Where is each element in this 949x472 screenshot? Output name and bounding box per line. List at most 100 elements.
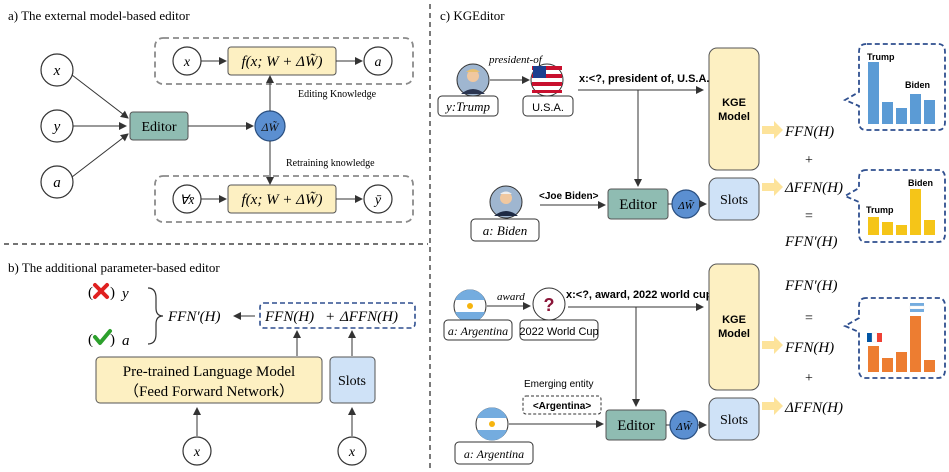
panel-b-slots-label: Slots <box>338 374 366 389</box>
orange-bar-1 <box>868 346 879 372</box>
top-kge-line-2: Model <box>718 111 750 123</box>
paren-close-2: ) <box>110 332 115 348</box>
bottom-delta-ffn: ΔFFN(H) <box>784 400 843 416</box>
top-kge-model <box>708 47 760 171</box>
blue-bar-5 <box>924 100 935 124</box>
orange-bar-4 <box>910 316 921 372</box>
editing-knowledge-box <box>154 37 414 85</box>
yellow-bar-3 <box>896 225 907 235</box>
top-function-label: f(x; W + ΔW̃) <box>242 54 323 70</box>
bubble-blue-bars <box>868 62 935 124</box>
bottom-relation-label: award <box>497 291 525 303</box>
biden-photo <box>489 185 523 219</box>
bottom-ffn-h: FFN(H) <box>784 340 834 356</box>
input-y-label: y <box>52 119 61 135</box>
top-query: x:<?, president of, U.S.A.> <box>579 73 716 85</box>
bottom-entity-tag: <Argentina> <box>533 401 592 412</box>
panel-b-a-label: a <box>122 333 130 349</box>
top-output-node <box>363 46 393 76</box>
bottom-new-entity-label: a: Argentina <box>464 447 524 461</box>
bubble-orange-bars <box>868 316 935 372</box>
panel-b-plus: + <box>326 309 334 325</box>
top-new-entity-label: a: Biden <box>483 223 527 238</box>
plm-line-2: （Feed Forward Network） <box>124 383 294 400</box>
paren-open-1: ( <box>88 285 93 301</box>
trump-photo <box>456 63 490 97</box>
panel-b-input-1-label: x <box>193 445 201 460</box>
panel-b-input-1 <box>182 436 212 466</box>
plm-line-1: Pre-trained Language Model <box>123 364 295 380</box>
argentina-flag-icon-2 <box>475 407 509 441</box>
bubble-blue-label-1: Trump <box>867 52 895 62</box>
bottom-object-label: 2022 World Cup <box>519 326 598 338</box>
top-new-entity-box <box>470 218 540 242</box>
bottom-editor-label: Editor <box>617 418 655 434</box>
panel-c-title: c) KGEditor <box>440 8 505 23</box>
input-a-label: a <box>53 175 61 191</box>
argentina-mini-flag-icon <box>909 303 925 312</box>
top-plus: + <box>805 153 813 168</box>
panel-b-y-label: y <box>120 286 129 302</box>
bottom-entity-tag-box <box>522 395 602 415</box>
top-output-arrow-1 <box>762 121 783 139</box>
bottom-equals: = <box>805 311 813 326</box>
panel-b-slots-box <box>329 356 376 404</box>
editing-knowledge-label: Editing Knowledge <box>298 89 377 100</box>
bottom-kge-model <box>708 263 760 391</box>
panel-b-delta-ffn: ΔFFN(H) <box>339 309 398 325</box>
bottom-output-node <box>363 184 393 214</box>
blue-bar-4 <box>910 94 921 124</box>
yellow-bar-1 <box>868 217 879 235</box>
panel-a-title: a) The external model-based editor <box>8 8 190 23</box>
top-ffn-h: FFN(H) <box>784 124 834 140</box>
top-entity-tag: <Joe Biden> <box>539 191 599 202</box>
ffn-sum-box <box>259 302 416 329</box>
input-x-label: x <box>53 63 61 79</box>
bottom-output-arrow-2 <box>762 397 783 415</box>
top-object-label: U.S.A. <box>532 102 564 114</box>
orange-bar-5 <box>924 360 935 372</box>
bubble-yellow-label-2: Trump <box>866 205 894 215</box>
bottom-new-entity-box <box>454 441 534 465</box>
bottom-subject-box <box>443 319 513 341</box>
top-relation-label: president-of <box>488 54 544 66</box>
world-cup-icon: ? <box>532 287 566 321</box>
brace <box>147 287 164 345</box>
yellow-bar-4 <box>910 189 921 235</box>
panel-b-ffn-prime: FFN′(H) <box>167 309 220 325</box>
france-flag-icon <box>867 332 882 343</box>
bottom-output-arrow-1 <box>762 336 783 354</box>
emerging-entity-label: Emerging entity <box>524 379 593 390</box>
bottom-function-label: f(x; W + ΔW̃) <box>242 192 323 208</box>
panel-a-delta-w-label: ΔW̃ <box>260 120 279 134</box>
blue-bar-3 <box>896 108 907 124</box>
argentina-flag-icon <box>453 289 487 323</box>
bottom-plus: + <box>805 371 813 386</box>
yellow-bar-2 <box>882 222 893 235</box>
blue-bar-1 <box>868 62 879 124</box>
paren-close-1: ) <box>110 285 115 301</box>
bottom-slots-box <box>708 397 760 441</box>
orange-bar-2 <box>882 358 893 372</box>
bubble-yellow-bars <box>868 189 935 235</box>
top-editor-label: Editor <box>619 197 657 213</box>
panel-b-ffn-h: FFN(H) <box>264 309 314 325</box>
top-delta-w-label: ΔW̃ <box>677 199 694 212</box>
top-slots-box <box>708 177 760 221</box>
top-object-box <box>522 95 574 117</box>
top-equals: = <box>805 209 813 224</box>
top-kge-line-1: KGE <box>722 97 746 109</box>
bottom-object-box <box>519 319 599 341</box>
bottom-query: x:<?, award, 2022 world cup> <box>566 289 719 301</box>
bottom-kge-line-1: KGE <box>722 314 746 326</box>
bottom-slots-label: Slots <box>720 413 748 428</box>
panel-b-input-2 <box>337 436 367 466</box>
top-subject-label: y:Trump <box>444 99 491 114</box>
top-subject-box <box>437 95 499 117</box>
top-ffn-prime: FFN′(H) <box>784 234 837 250</box>
panel-b-title: b) The additional parameter-based editor <box>8 260 220 275</box>
bottom-kge-line-2: Model <box>718 328 750 340</box>
top-delta-ffn: ΔFFN(H) <box>784 180 843 196</box>
top-output-arrow-2 <box>762 178 783 196</box>
panel-a-editor-label: Editor <box>142 120 177 135</box>
